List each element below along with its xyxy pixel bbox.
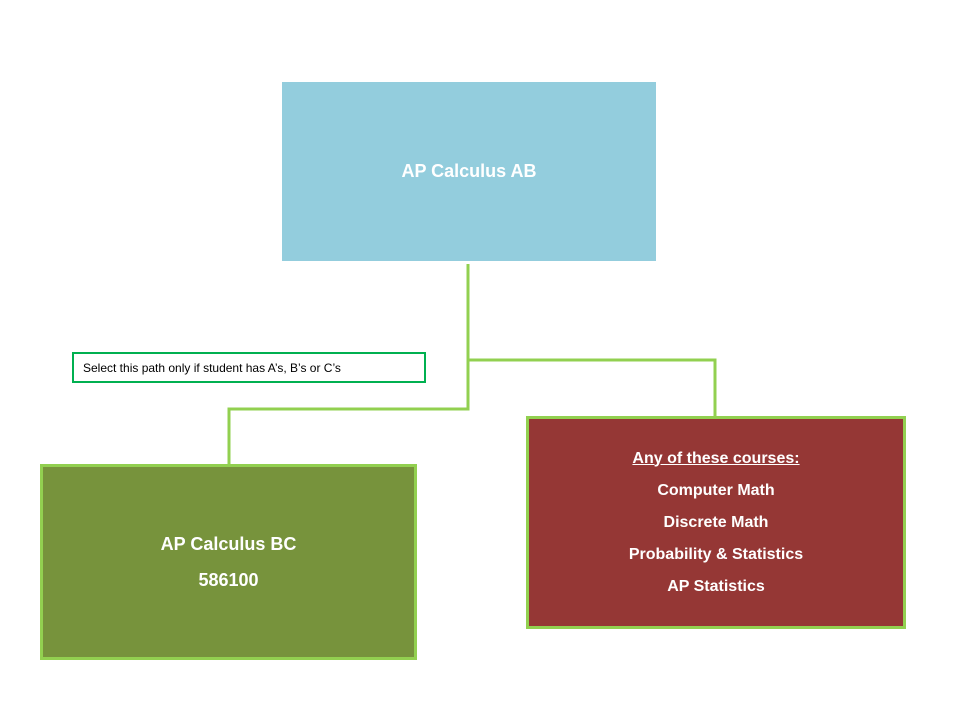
elective-courses-heading: Any of these courses: <box>632 449 800 467</box>
elective-courses-box: Any of these courses: Computer Math Disc… <box>526 416 906 629</box>
path-condition-note: Select this path only if student has A’s… <box>72 352 426 383</box>
elective-course-item: AP Statistics <box>667 577 765 595</box>
elective-course-item: Discrete Math <box>663 513 769 531</box>
path-condition-note-text: Select this path only if student has A’s… <box>83 360 341 375</box>
course-box-ap-calculus-ab: AP Calculus AB <box>282 82 656 261</box>
course-box-ap-calculus-bc: AP Calculus BC 586100 <box>40 464 417 660</box>
connector-to-right-box <box>468 358 717 416</box>
course-box-ap-calculus-bc-label: AP Calculus BC <box>160 534 297 554</box>
elective-course-item: Probability & Statistics <box>628 545 804 563</box>
course-box-ap-calculus-ab-label: AP Calculus AB <box>401 161 537 181</box>
elective-course-item: Computer Math <box>657 481 775 499</box>
course-box-ap-calculus-bc-code: 586100 <box>198 570 259 590</box>
